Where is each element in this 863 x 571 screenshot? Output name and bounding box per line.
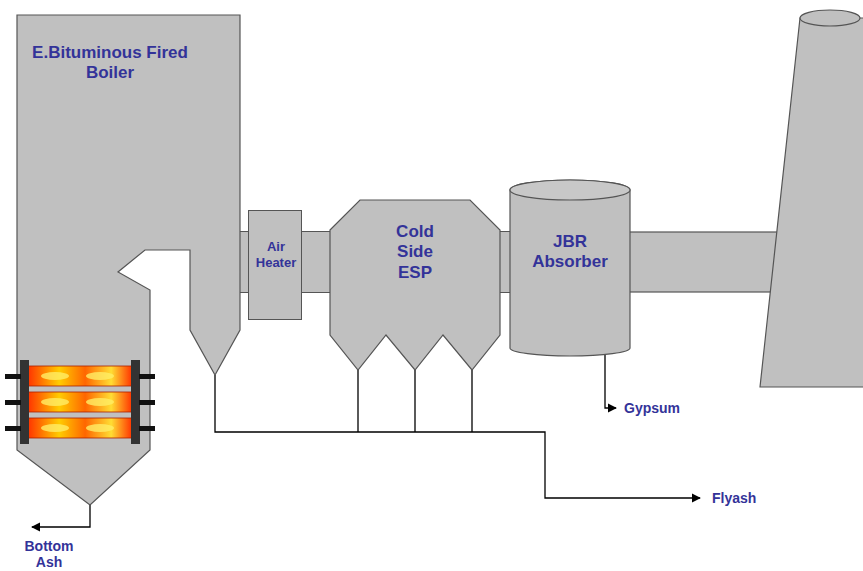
flue-duct — [240, 262, 248, 263]
flyash-line — [215, 370, 700, 498]
product-label: Bottom Ash — [18, 538, 80, 570]
esp-shape — [330, 200, 500, 370]
absorber-top — [510, 180, 630, 200]
boiler-shape — [17, 15, 240, 505]
flue-duct — [500, 262, 510, 263]
node-title: Cold Side ESP — [386, 222, 444, 283]
stack — [760, 18, 863, 387]
product-label: Flyash — [712, 490, 756, 506]
boiler-shape: E.Bituminous Fired Boiler — [17, 15, 240, 505]
node-title: Air Heater — [249, 239, 303, 270]
flue-duct — [302, 262, 330, 263]
product-label: Gypsum — [624, 400, 680, 416]
stack-top — [800, 10, 860, 26]
bottom-ash-line — [32, 505, 90, 527]
absorber-cylinder: JBR Absorber — [510, 180, 630, 360]
burners — [5, 360, 155, 444]
node-title: JBR Absorber — [520, 232, 620, 273]
air-heater-box: Air Heater — [248, 210, 302, 320]
stack-duct — [628, 232, 778, 292]
gypsum-line — [605, 352, 616, 408]
node-title: E.Bituminous Fired Boiler — [25, 43, 195, 84]
esp-shape: Cold Side ESP — [330, 200, 500, 370]
boiler-shape-outline — [17, 15, 240, 505]
absorber-cylinder — [510, 180, 630, 356]
